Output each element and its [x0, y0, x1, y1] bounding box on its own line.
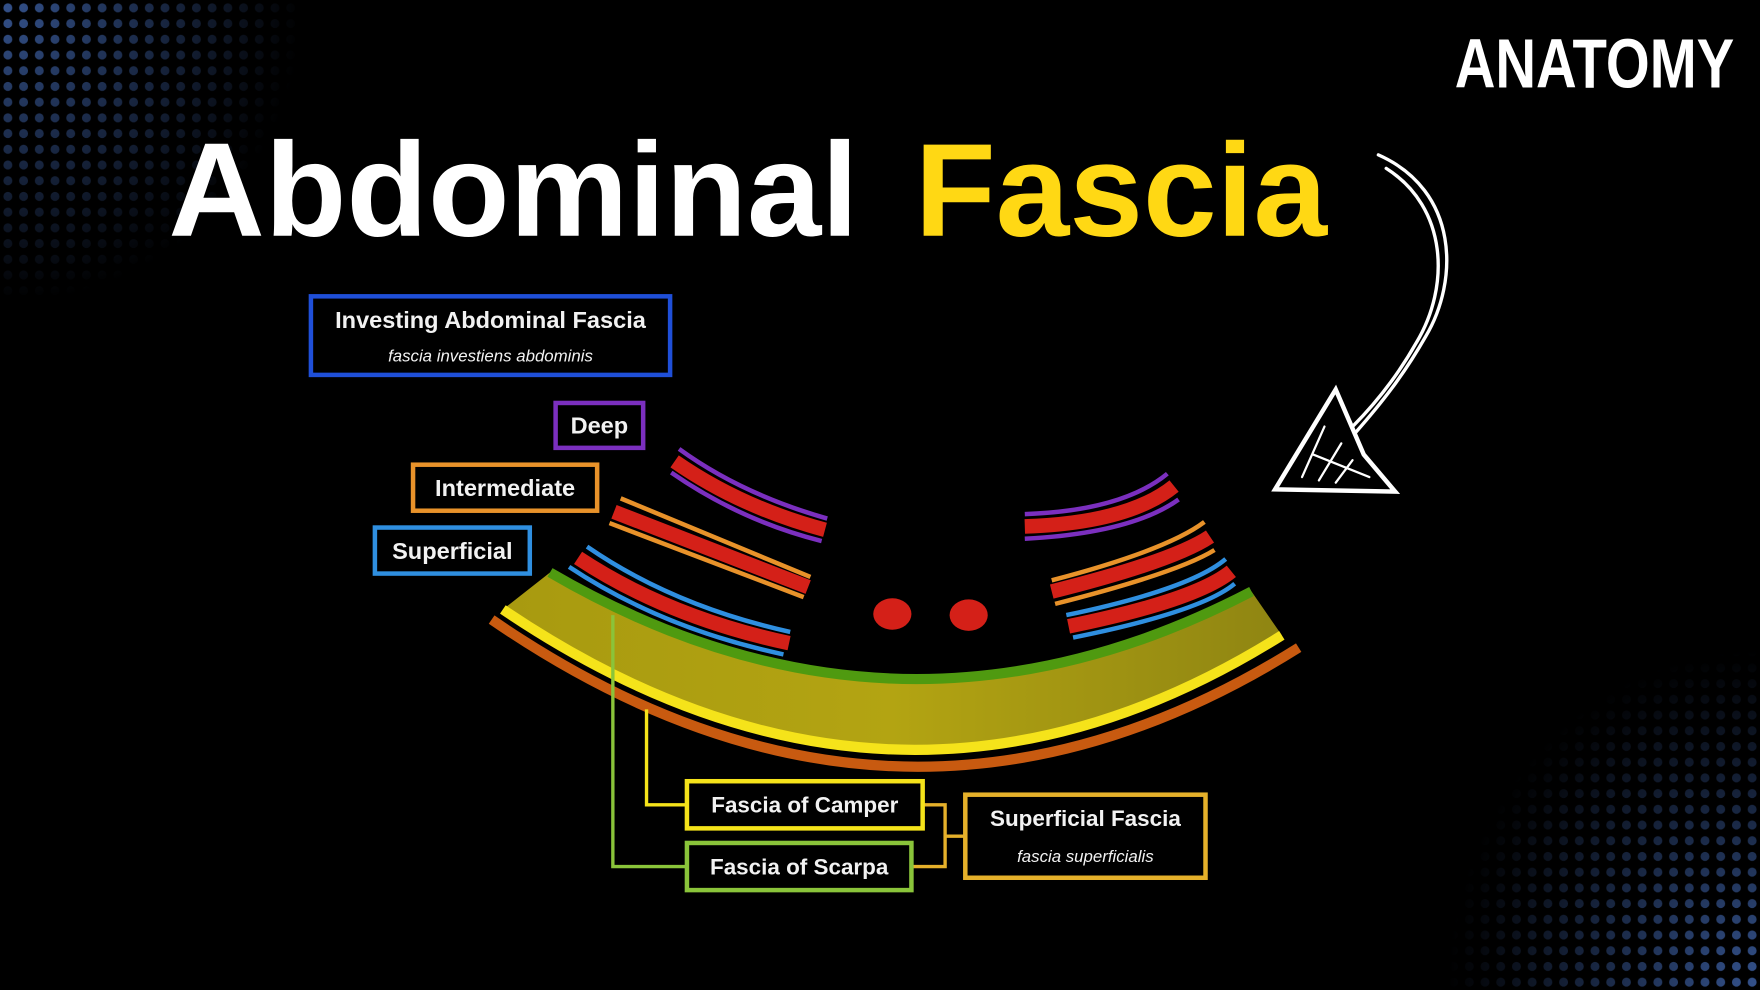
scarpa-line [547, 568, 1254, 685]
right-superficial-muscle [1065, 557, 1237, 640]
label-superficial-fascia: Superficial Fascia fascia superficialis [963, 792, 1208, 880]
right-deep-muscle [1024, 471, 1180, 542]
label-investing-fascia: Investing Abdominal Fascia fascia invest… [308, 294, 673, 378]
title-abdominal: Abdominal [168, 116, 858, 265]
abdominal-wall-cross-section [488, 447, 1302, 772]
vessel-right [949, 599, 988, 631]
label-fascia-of-camper: Fascia of Camper [684, 778, 925, 831]
hand-drawn-arrow-icon [1271, 153, 1449, 494]
camper-line [500, 605, 1285, 755]
vessel-left [873, 598, 912, 630]
skin-outer-line [488, 615, 1302, 772]
svg-text:Fascia of Camper: Fascia of Camper [711, 793, 898, 818]
title-fascia: Fascia [915, 117, 1329, 265]
brand-anatomy: ANATOMY [1455, 25, 1734, 103]
svg-text:Superficial Fascia: Superficial Fascia [990, 806, 1181, 831]
right-intermediate-muscle [1049, 520, 1216, 607]
svg-text:Superficial: Superficial [392, 538, 512, 564]
svg-text:Fascia of Scarpa: Fascia of Scarpa [710, 854, 889, 879]
svg-text:Intermediate: Intermediate [435, 475, 575, 501]
label-connectors [611, 615, 966, 869]
left-superficial-muscle [567, 544, 791, 657]
dot-pattern-bottom-right [1447, 651, 1760, 990]
svg-text:fascia investiens abdominis: fascia investiens abdominis [388, 346, 593, 365]
label-superficial: Superficial [372, 525, 533, 576]
svg-text:fascia superficialis: fascia superficialis [1017, 847, 1154, 866]
left-intermediate-muscle [608, 496, 812, 600]
svg-text:Investing Abdominal Fascia: Investing Abdominal Fascia [335, 307, 647, 333]
dot-pattern-top-left [0, 0, 304, 304]
label-deep: Deep [553, 400, 646, 451]
label-intermediate: Intermediate [410, 462, 600, 513]
svg-text:Deep: Deep [571, 412, 629, 438]
left-deep-muscle [669, 447, 828, 544]
label-fascia-of-scarpa: Fascia of Scarpa [684, 840, 914, 893]
